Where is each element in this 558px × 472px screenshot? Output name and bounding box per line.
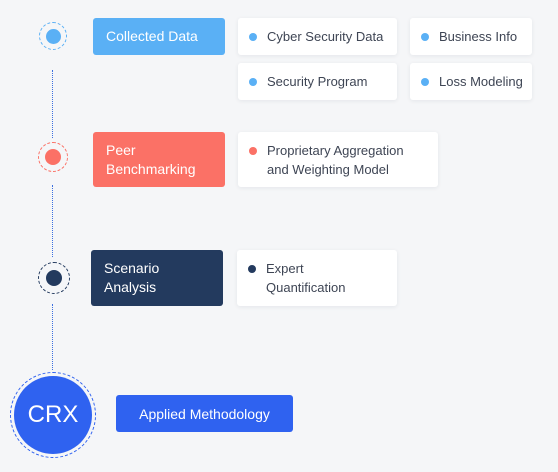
bullet-dot bbox=[248, 265, 256, 273]
item-card: Business Info bbox=[410, 18, 532, 55]
bullet-dot bbox=[249, 32, 257, 41]
item-label: Loss Modeling bbox=[439, 74, 523, 89]
applied-methodology-button[interactable]: Applied Methodology bbox=[116, 395, 293, 432]
item-card: Proprietary Aggregation and Weighting Mo… bbox=[238, 132, 438, 187]
timeline-node-collected bbox=[39, 22, 67, 50]
bullet-dot bbox=[421, 32, 429, 41]
stage-label: Collected Data bbox=[106, 28, 198, 44]
item-card: Expert Quantification bbox=[237, 250, 397, 306]
item-label: Business Info bbox=[439, 29, 518, 44]
bullet-dot bbox=[421, 77, 429, 86]
item-card: Cyber Security Data bbox=[238, 18, 397, 55]
item-card: Loss Modeling bbox=[410, 63, 532, 100]
timeline-node-peer bbox=[38, 142, 68, 172]
bullet-dot bbox=[249, 147, 257, 155]
timeline-node-scenario bbox=[38, 262, 70, 294]
item-card: Security Program bbox=[238, 63, 397, 100]
stage-peer-benchmarking[interactable]: Peer Benchmarking bbox=[93, 132, 225, 187]
stage-label: Peer Benchmarking bbox=[106, 141, 196, 177]
stage-label: Scenario Analysis bbox=[104, 260, 160, 295]
item-label: Expert Quantification bbox=[266, 261, 346, 295]
stage-collected-data[interactable]: Collected Data bbox=[93, 18, 225, 55]
timeline-connector bbox=[52, 185, 53, 257]
bullet-dot bbox=[249, 77, 257, 86]
item-label: Proprietary Aggregation and Weighting Mo… bbox=[267, 143, 404, 177]
item-label: Cyber Security Data bbox=[267, 29, 384, 44]
item-label: Security Program bbox=[267, 74, 368, 89]
stage-scenario-analysis[interactable]: Scenario Analysis bbox=[91, 250, 223, 306]
crx-label: CRX bbox=[14, 376, 92, 454]
timeline-connector bbox=[52, 304, 53, 370]
crx-node: CRX bbox=[10, 372, 96, 458]
timeline-connector bbox=[52, 70, 53, 138]
applied-methodology-label: Applied Methodology bbox=[139, 405, 270, 422]
